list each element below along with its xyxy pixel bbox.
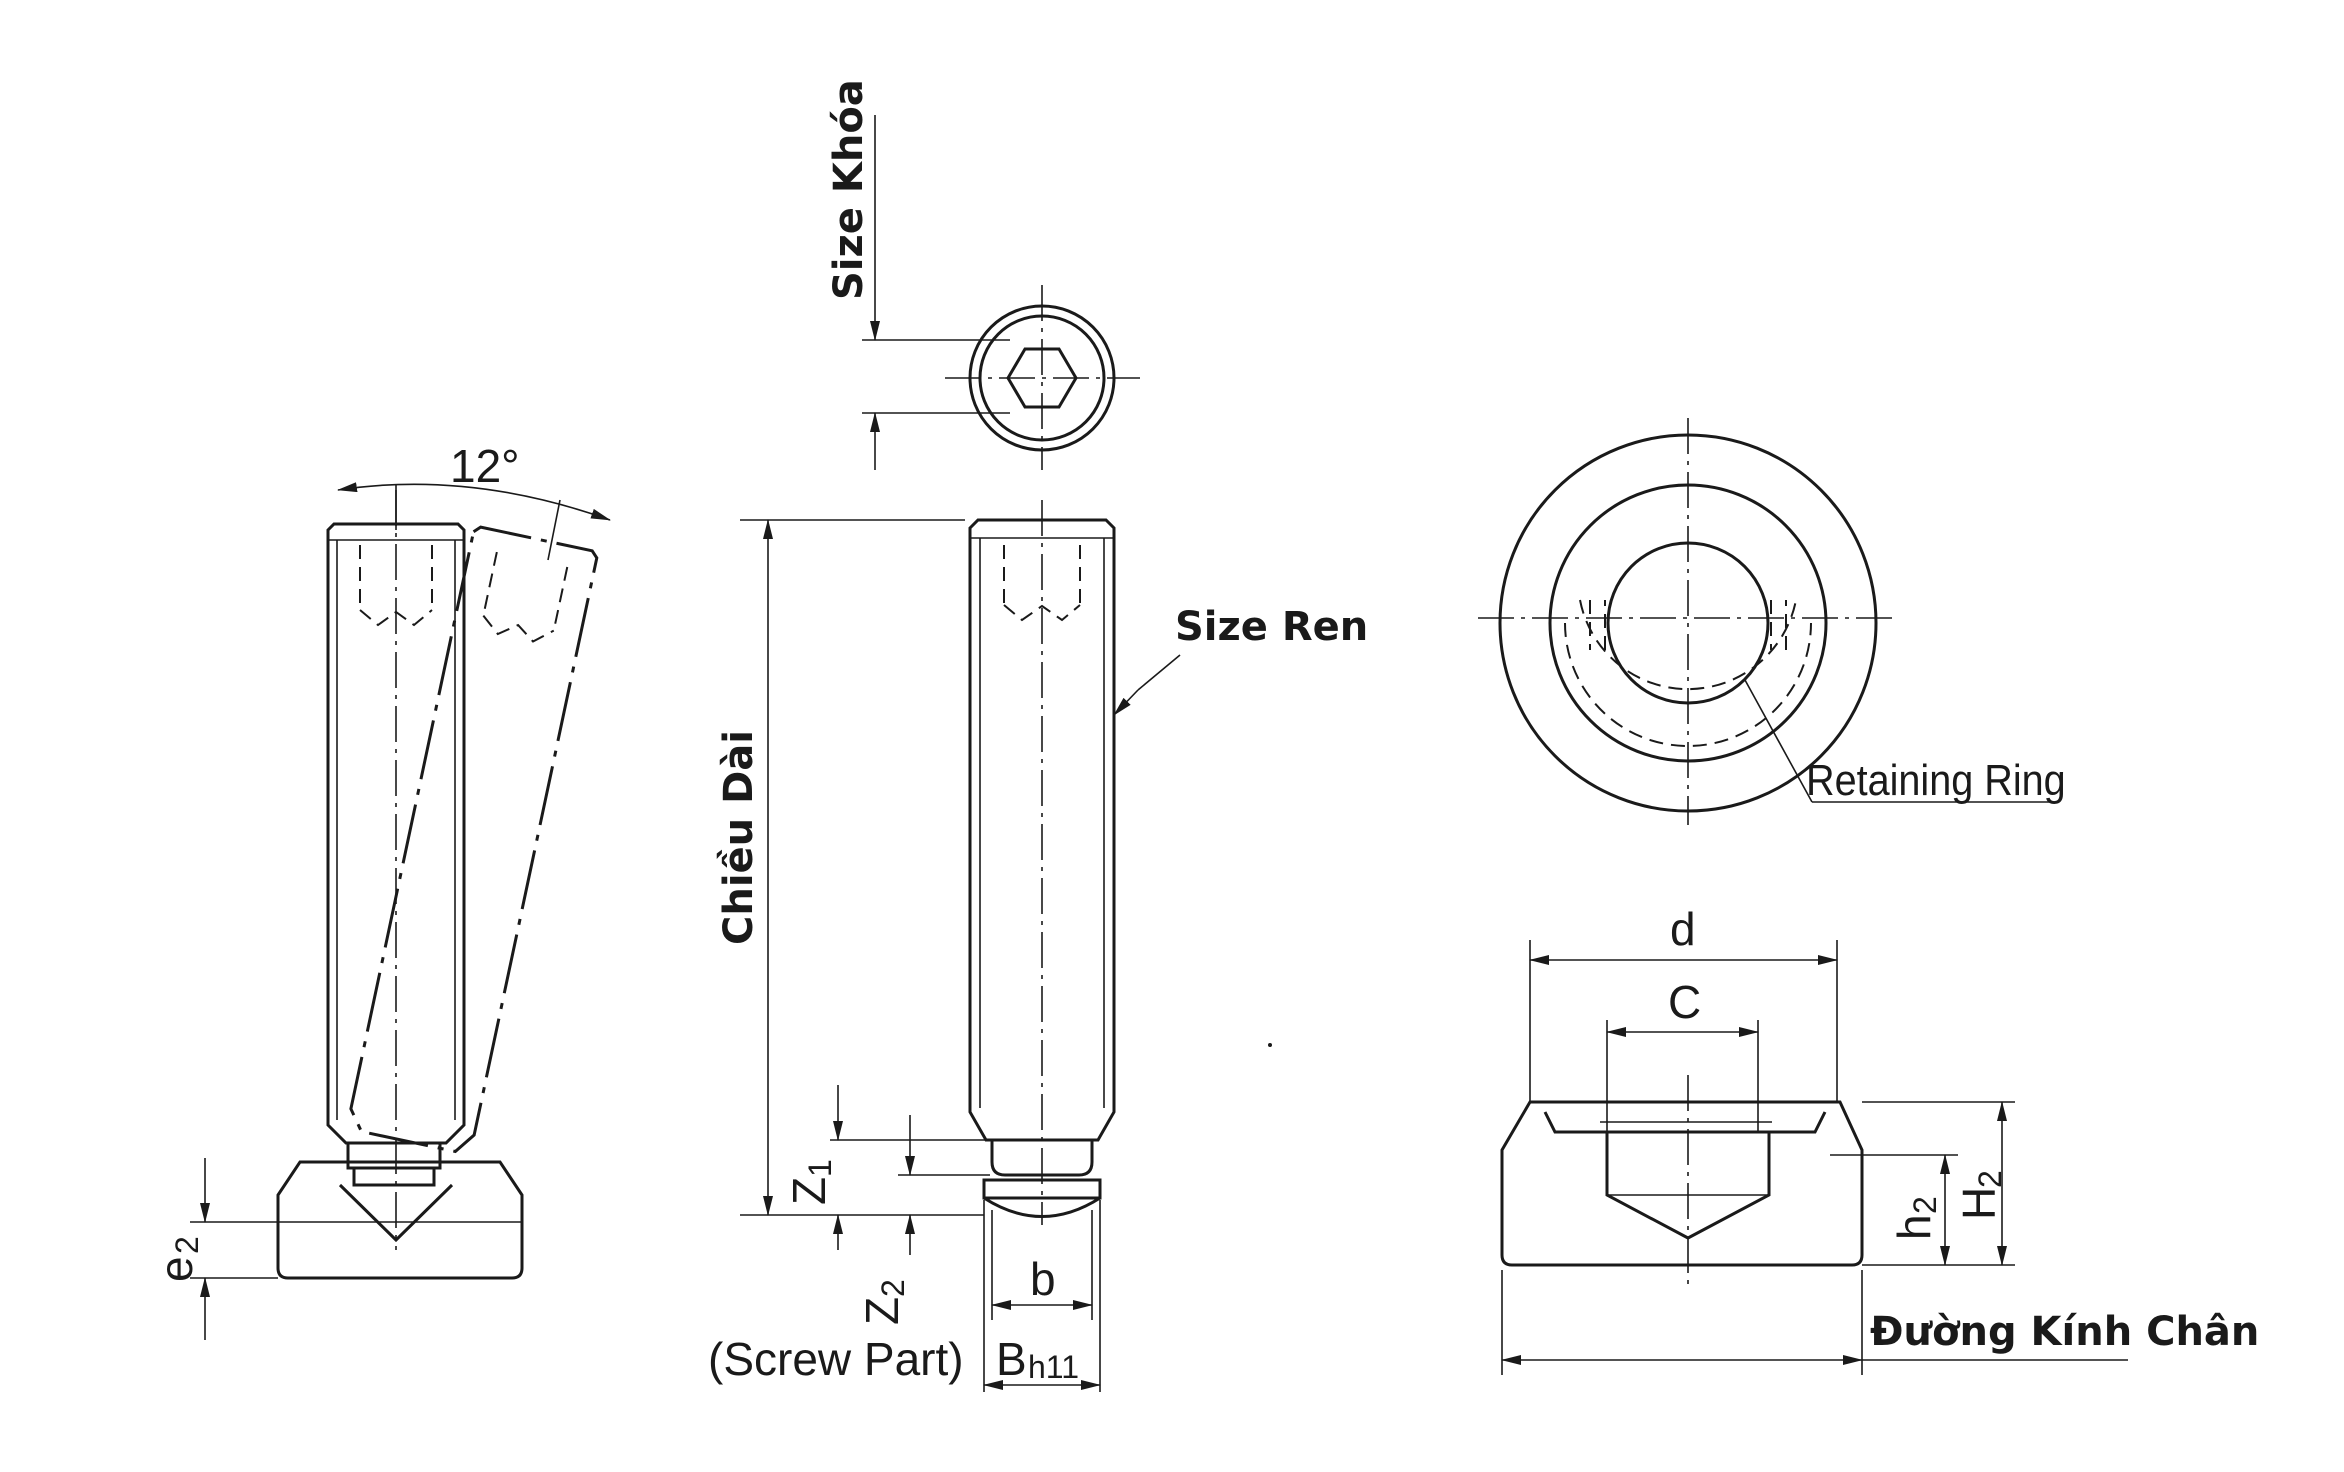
b-label: b	[1030, 1253, 1056, 1305]
duong-kinh-chan-label: Đường Kính Chân	[1870, 1309, 2259, 1355]
bh11-subscript: h11	[1028, 1349, 1079, 1385]
retaining-ring-label: Retaining Ring	[1806, 755, 2066, 804]
size-khoa-label: Size Khóa	[826, 79, 872, 300]
screw-side-view: Size Ren Chiều Dài Z 1 Z 2 (Screw Part) …	[708, 500, 1368, 1392]
swivel-side-view: 12° e 2	[150, 440, 611, 1340]
z1-label: Z	[783, 1177, 835, 1205]
screw-part-label: (Screw Part)	[708, 1333, 964, 1385]
bh11-label: B	[996, 1333, 1027, 1385]
e2-label: e	[150, 1256, 202, 1282]
socket-end-view: Size Khóa	[826, 79, 1140, 470]
H2-label: H	[1953, 1187, 2005, 1220]
chieu-dai-label: Chiều Dài	[716, 730, 762, 945]
size-ren-label: Size Ren	[1175, 604, 1368, 650]
H2-subscript: 2	[1972, 1170, 2008, 1188]
angle-label: 12°	[450, 440, 520, 492]
z2-subscript: 2	[875, 1279, 911, 1297]
z2-label: Z	[856, 1297, 908, 1325]
e2-subscript: 2	[169, 1236, 205, 1254]
stray-dot	[1268, 1043, 1272, 1047]
c-label: C	[1668, 976, 1701, 1028]
h2-subscript: 2	[1907, 1196, 1943, 1214]
pad-section-view: d C h 2 H 2 Đường Kính Chân	[1500, 903, 2259, 1375]
z1-subscript: 1	[802, 1159, 838, 1177]
d-label: d	[1670, 903, 1696, 955]
pad-top-view: Retaining Ring	[1478, 418, 2066, 825]
h2-label: h	[1888, 1214, 1940, 1240]
